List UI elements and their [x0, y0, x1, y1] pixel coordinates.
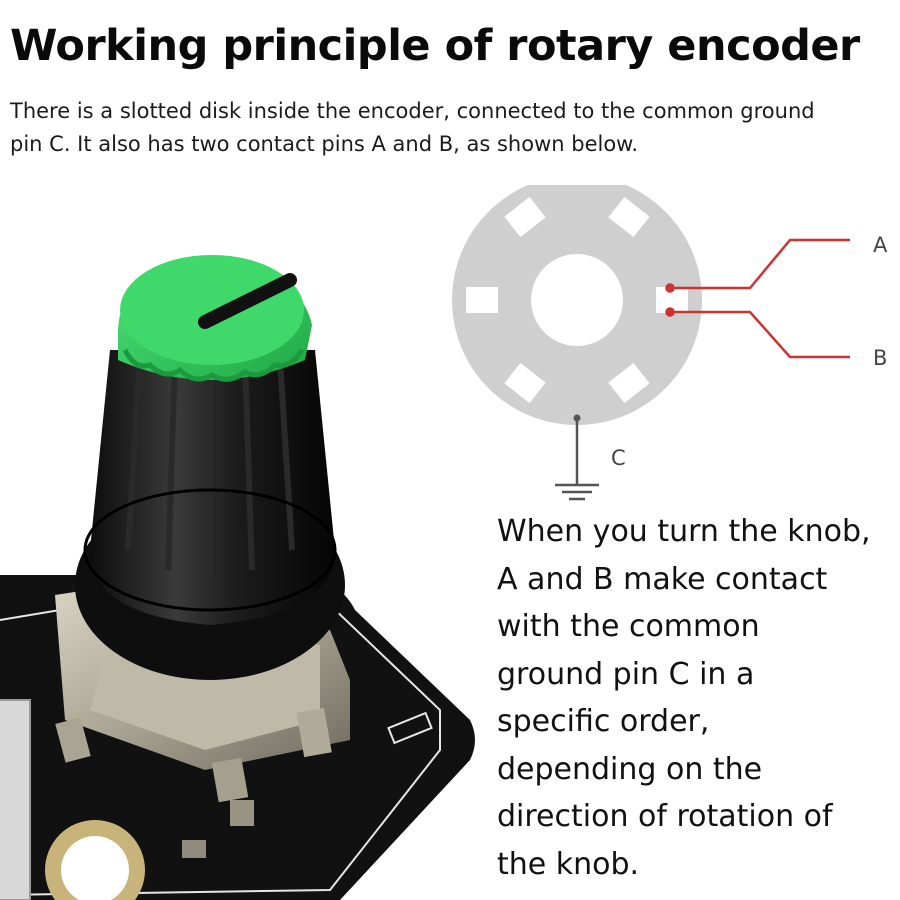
pcb-mark — [387, 711, 433, 745]
explanation-line: A and B make contact — [497, 561, 828, 597]
pin-label-b: B — [873, 346, 887, 370]
page-title: Working principle of rotary encoder — [10, 21, 860, 71]
intro-paragraph: There is a slotted disk inside the encod… — [10, 95, 895, 161]
encoder-disk-diagram: A B C — [452, 185, 888, 501]
pin-label-a: A — [873, 233, 888, 257]
explanation-line: with the common — [497, 609, 760, 644]
wire-b — [665, 307, 850, 359]
pin-label-c: C — [611, 446, 626, 470]
explanation-line: specific order, — [497, 704, 710, 739]
explanation-line: When you turn the knob, — [497, 514, 871, 549]
ground-symbol — [555, 414, 599, 501]
explanation-line: the knob. — [497, 846, 640, 882]
explanation-line: direction of rotation of — [497, 799, 833, 834]
knob-body — [75, 350, 345, 680]
explanation-text: When you turn the knob, A and B make con… — [497, 508, 897, 888]
mounting-hole — [45, 820, 145, 900]
knob-indicator-line — [198, 273, 297, 329]
intro-line: pin C. It also has two contact pins A an… — [10, 132, 639, 156]
wire-a — [665, 238, 850, 293]
explanation-line: ground pin C in a — [497, 656, 755, 692]
rotary-encoder-photo — [0, 255, 475, 900]
intro-line: There is a slotted disk inside the encod… — [10, 99, 815, 123]
slotted-disk — [452, 185, 702, 425]
explanation-line: depending on the — [497, 751, 763, 787]
